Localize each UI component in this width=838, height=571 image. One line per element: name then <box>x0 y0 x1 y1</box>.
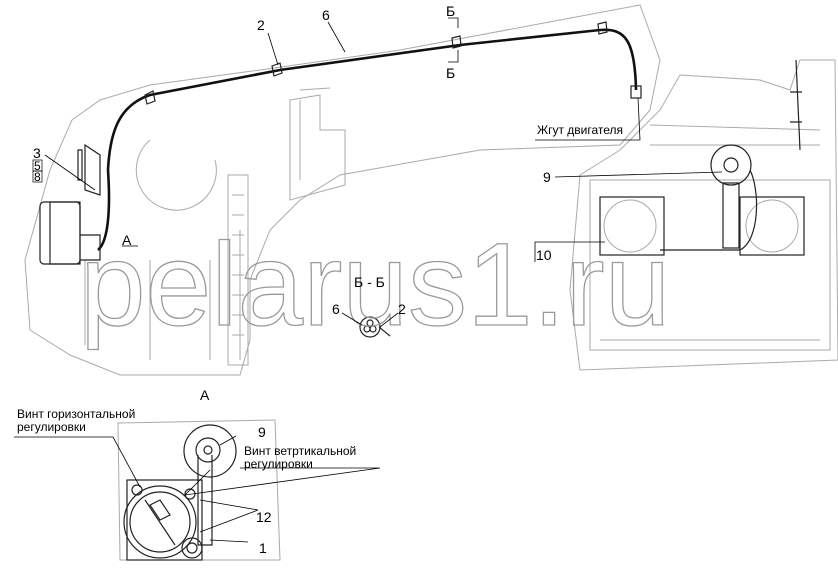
left-headlamp <box>39 143 101 265</box>
callout-bb-6: 6 <box>332 301 340 317</box>
callout-2: 2 <box>257 17 265 33</box>
callout-6: 6 <box>322 7 330 23</box>
view-a-marker: А <box>122 232 132 248</box>
callout-5: 5 <box>34 159 41 173</box>
right-headlamps <box>599 144 805 256</box>
section-marker-b-bottom: Б <box>446 65 455 81</box>
watermark: pelarus1.ru <box>80 219 670 351</box>
callout-3: 3 <box>33 145 41 161</box>
leader-lines <box>14 17 723 543</box>
callout-1: 1 <box>259 540 267 556</box>
vertical-screw-label-line1: Винт ветртикальной <box>244 444 356 458</box>
callout-8: 8 <box>34 170 41 184</box>
horizontal-screw-label-line2: регулировки <box>17 420 86 434</box>
section-bb-title: Б - Б <box>354 274 385 290</box>
callout-9-right: 9 <box>543 169 551 185</box>
tractor-outline <box>24 4 838 561</box>
callout-9-view-a: 9 <box>258 424 266 440</box>
view-a-drawing <box>123 424 237 561</box>
vertical-screw-label-line2: регулировки <box>244 457 313 471</box>
callout-12: 12 <box>256 509 272 525</box>
engine-harness-label: Жгут двигателя <box>537 123 623 137</box>
horizontal-screw-label-line1: Винт горизонтальной <box>17 407 135 421</box>
section-marker-b-top: Б <box>446 3 455 19</box>
callout-10: 10 <box>536 247 552 263</box>
section-bb-drawing <box>359 316 391 338</box>
callout-bb-2: 2 <box>398 301 406 317</box>
wire-harness <box>97 21 802 251</box>
view-a-title: А <box>200 387 210 403</box>
